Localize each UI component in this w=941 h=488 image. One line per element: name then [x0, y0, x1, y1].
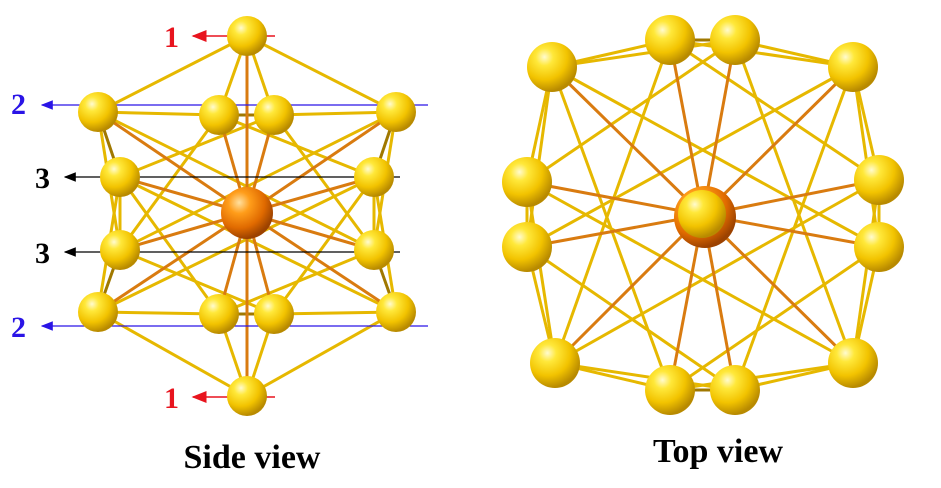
side-view-atoms	[78, 16, 416, 416]
side-view-caption: Side view	[184, 439, 321, 476]
top-atom	[854, 155, 904, 205]
top-atom	[828, 338, 878, 388]
top-atom	[828, 42, 878, 92]
layer-labels: 1 2 3 3 2 1	[11, 21, 179, 415]
top-apex-atom	[678, 190, 726, 238]
top-atom	[527, 42, 577, 92]
side-atom	[354, 230, 394, 270]
side-atom	[199, 294, 239, 334]
top-atom	[502, 157, 552, 207]
top-atom	[710, 15, 760, 65]
layer-label-1-top: 1	[164, 21, 179, 54]
side-atom	[199, 95, 239, 135]
top-atom	[710, 365, 760, 415]
top-view-atoms	[502, 15, 904, 415]
side-atom	[376, 292, 416, 332]
top-atom	[854, 222, 904, 272]
top-atom	[502, 222, 552, 272]
side-atom	[100, 230, 140, 270]
side-atom-bottom	[227, 376, 267, 416]
side-atom	[376, 92, 416, 132]
layer-label-3-lower: 3	[35, 237, 50, 270]
side-atom	[78, 292, 118, 332]
side-view-diagram: 1 2 3 3 2 1 Side view	[11, 16, 428, 476]
side-atom-top	[227, 16, 267, 56]
layer-label-3-upper: 3	[35, 162, 50, 195]
layer-label-2-bottom: 2	[11, 311, 26, 344]
layer-label-2-top: 2	[11, 88, 26, 121]
side-center-atom	[221, 187, 273, 239]
top-atom	[645, 15, 695, 65]
top-view-diagram: Top view	[502, 15, 904, 470]
side-atom	[254, 95, 294, 135]
side-atom	[78, 92, 118, 132]
top-atom	[530, 338, 580, 388]
side-atom	[354, 157, 394, 197]
layer-label-1-bottom: 1	[164, 382, 179, 415]
side-atom	[254, 294, 294, 334]
side-atom	[100, 157, 140, 197]
top-atom	[645, 365, 695, 415]
top-view-caption: Top view	[653, 433, 784, 470]
